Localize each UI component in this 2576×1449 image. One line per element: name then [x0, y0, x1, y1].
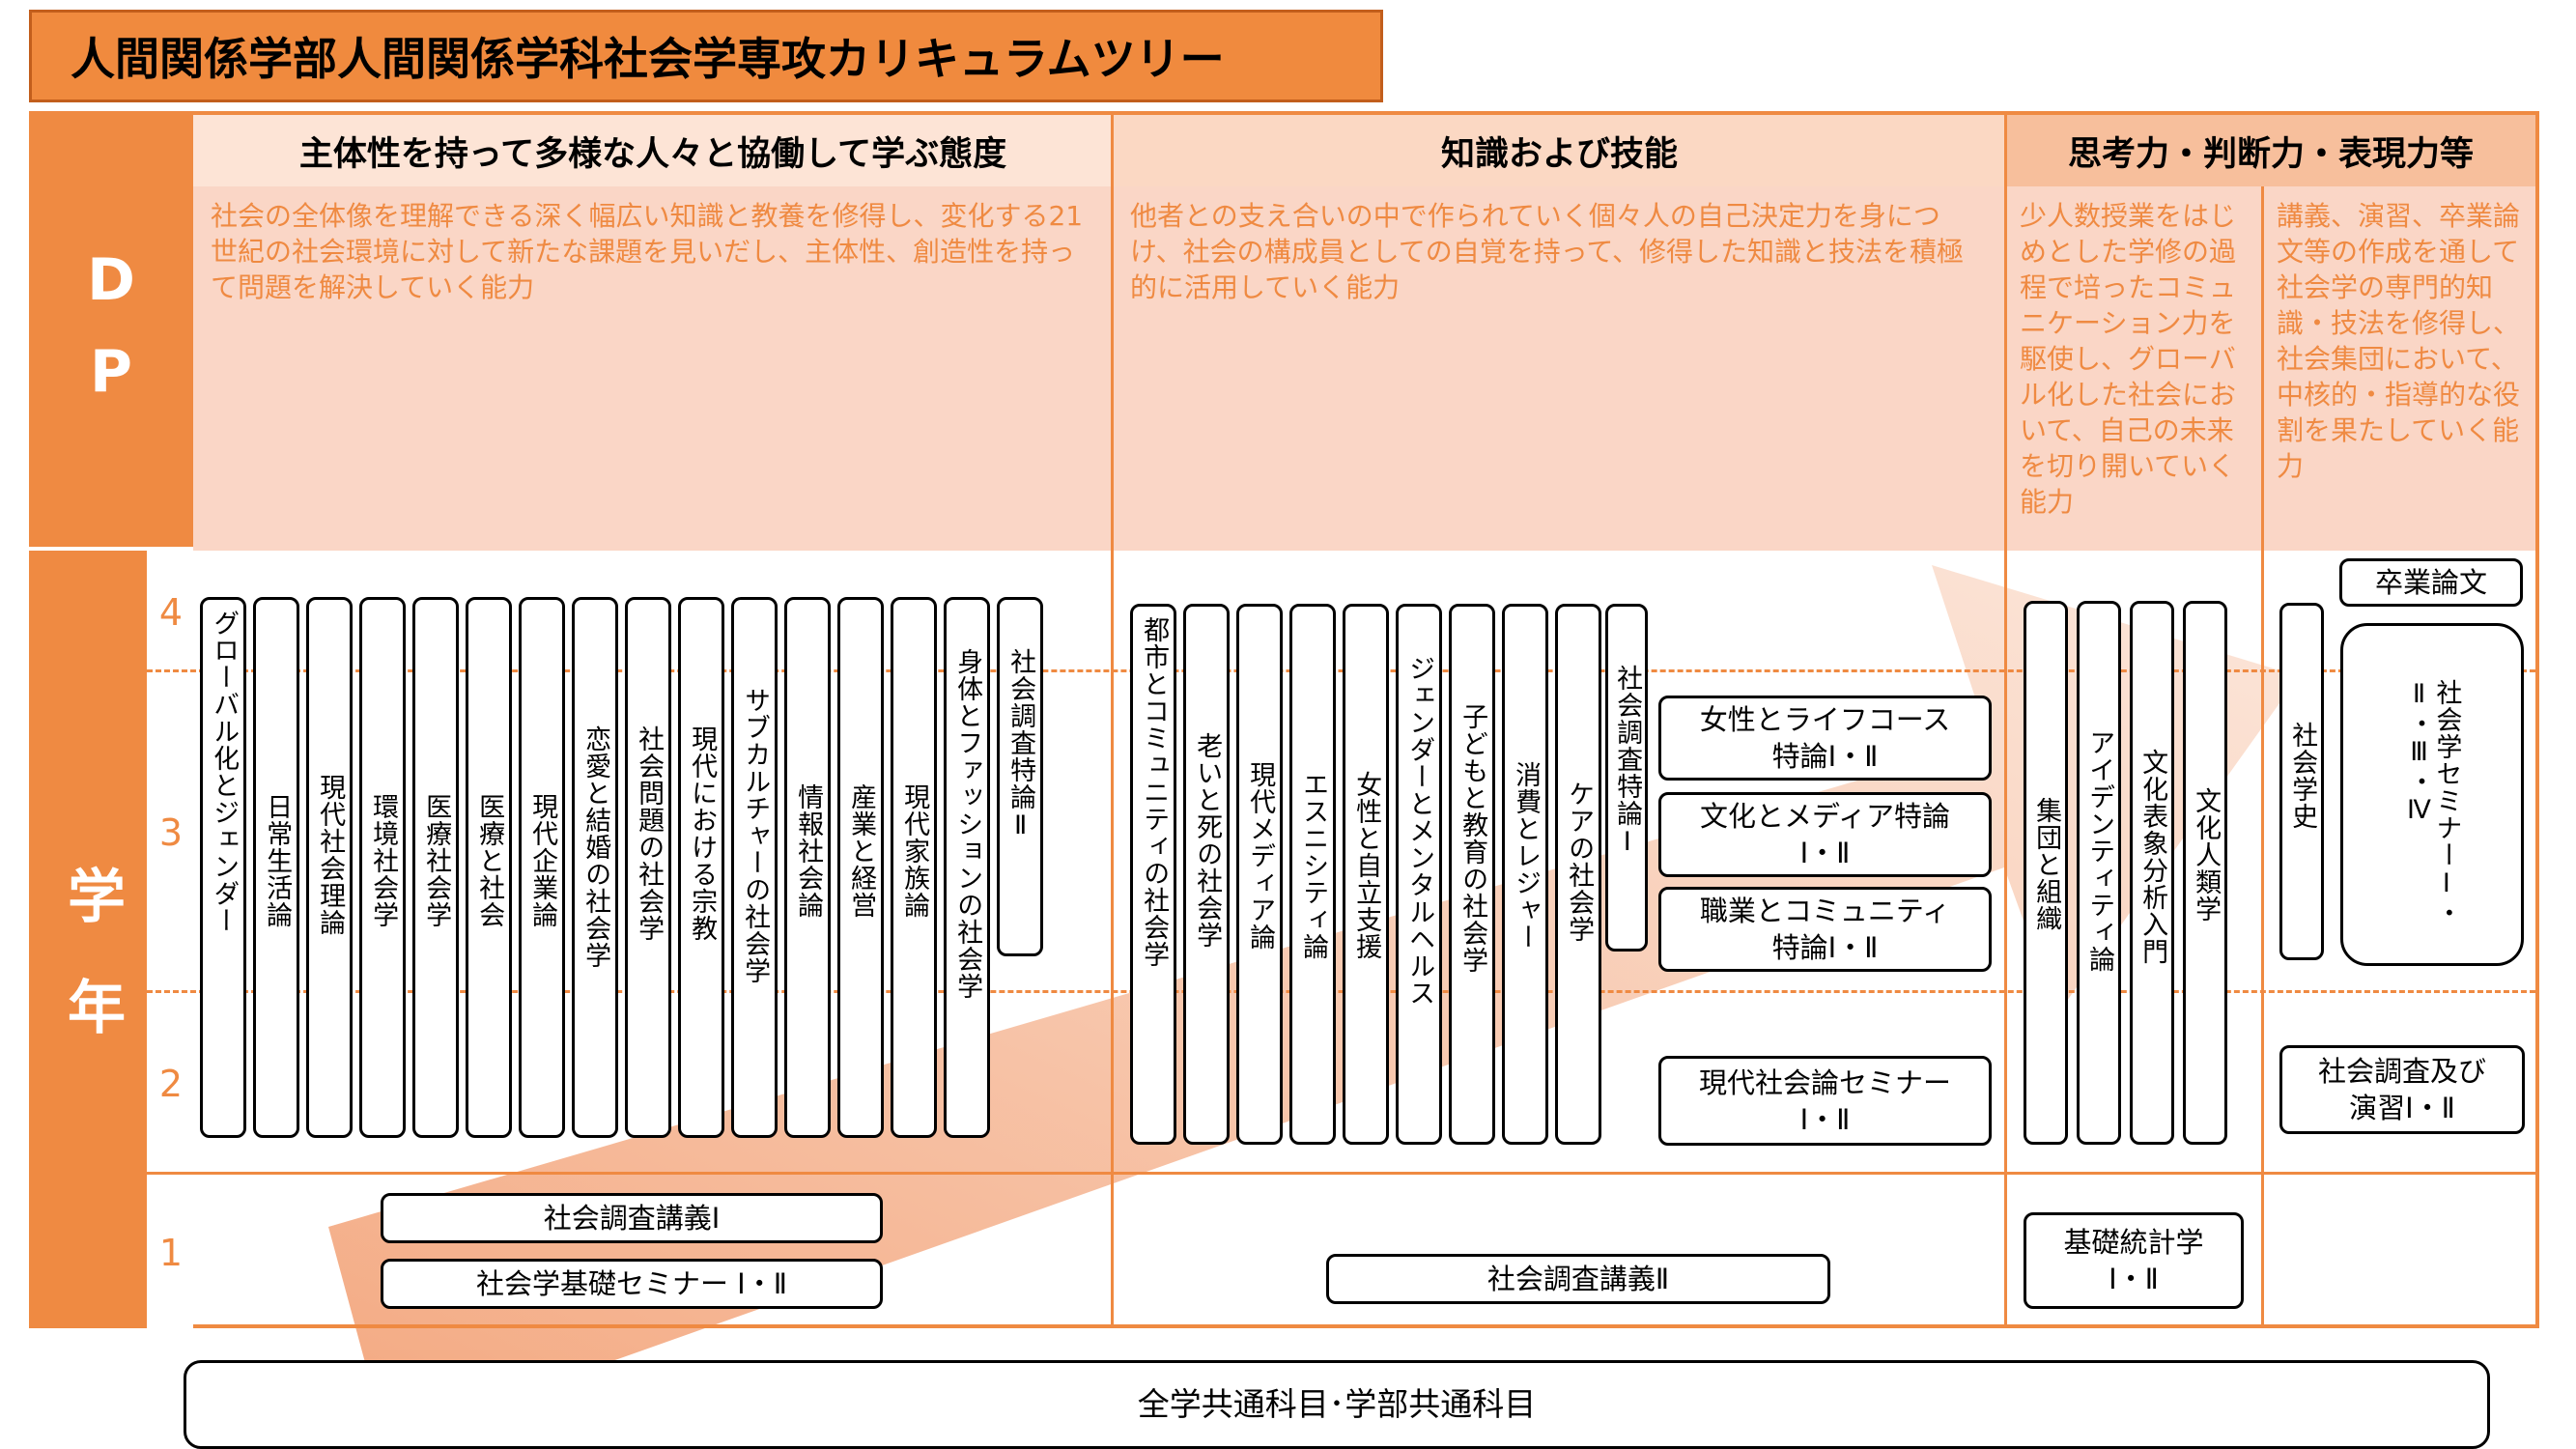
course-label: 医療社会学	[421, 793, 452, 928]
column-separator	[1111, 111, 1114, 1328]
course-g1-14: 現代家族論	[891, 597, 937, 1138]
dp-header-knowledge: 知識および技能	[1113, 115, 2006, 186]
course-label: 現代社会理論	[315, 774, 346, 936]
course-g2-7: 子どもと教育の社会学	[1449, 604, 1495, 1145]
year-line-2-1	[147, 1172, 2535, 1175]
year-line-3-2	[147, 990, 2535, 993]
course-label: 社会学セミナーⅠ・Ⅱ・Ⅲ・Ⅳ	[2404, 679, 2462, 926]
common-subjects: 全学共通科目･学部共通科目	[184, 1360, 2490, 1449]
course-label: 現代企業論	[527, 793, 558, 928]
course-tokuron-1: 女性とライフコース 特論Ⅰ・Ⅱ	[1658, 696, 1992, 781]
course-g2-3: 現代メディア論	[1236, 604, 1283, 1145]
course-label: 日常生活論	[262, 793, 293, 928]
course-survey-lecture-2: 社会調査講義Ⅱ	[1326, 1254, 1830, 1304]
course-label: グローバル化とジェンダー	[209, 610, 240, 934]
course-g2-1: 都市とコミュニティの社会学	[1130, 604, 1176, 1145]
course-g1-9: 社会問題の社会学	[625, 597, 671, 1138]
course-g3-4: 文化人類学	[2183, 601, 2227, 1145]
dp-label-d: D	[87, 246, 135, 314]
year-label-2: 年	[68, 975, 126, 1042]
course-seminar-modern: 現代社会論セミナー Ⅰ・Ⅱ	[1658, 1056, 1992, 1146]
course-label: 社会調査特論Ⅱ	[1005, 648, 1036, 841]
course-g1-3: 現代社会理論	[306, 597, 353, 1138]
column-separator	[2004, 111, 2007, 1328]
year-1: 1	[158, 1232, 184, 1274]
course-g1-11: サブカルチャーの社会学	[731, 597, 778, 1138]
year-3: 3	[158, 811, 184, 854]
column-separator	[2261, 186, 2264, 1328]
course-g3-1: 集団と組織	[2024, 601, 2068, 1145]
course-label: 恋愛と結婚の社会学	[580, 725, 611, 969]
course-label: 老いと死の社会学	[1192, 732, 1223, 949]
course-label: ジェンダーとメンタルヘルス	[1404, 655, 1435, 1007]
dp-desc-expression: 講義、演習、卒業論文等の作成を通して社会学の専門的知識・技法を修得し、社会集団に…	[2263, 186, 2535, 551]
course-g2-6: ジェンダーとメンタルヘルス	[1396, 604, 1442, 1145]
course-label: 都市とコミュニティの社会学	[1139, 616, 1170, 968]
year-strip	[147, 551, 193, 1328]
course-g2-2: 老いと死の社会学	[1183, 604, 1230, 1145]
course-thesis: 卒業論文	[2339, 558, 2523, 607]
course-g1-4: 環境社会学	[359, 597, 406, 1138]
year-2: 2	[158, 1063, 184, 1105]
course-label: 集団と組織	[2031, 797, 2062, 932]
year-line-4-3	[147, 669, 2535, 672]
course-label: 消費とレジャー	[1511, 761, 1542, 951]
course-label: アイデンティティ論	[2084, 729, 2115, 973]
course-label: 社会問題の社会学	[634, 725, 665, 942]
course-label: 文化表象分析入門	[2137, 749, 2168, 965]
course-label: 女性と自立支援	[1351, 771, 1382, 960]
course-g1-7: 現代企業論	[519, 597, 565, 1138]
course-label: 子どもと教育の社会学	[1458, 703, 1488, 974]
course-label: 現代メディア論	[1245, 761, 1276, 951]
course-g2-9: ケアの社会学	[1555, 604, 1601, 1145]
course-g1-12: 情報社会論	[784, 597, 831, 1138]
course-label: 現代における宗教	[687, 725, 718, 942]
course-g2-4: エスニシティ論	[1289, 604, 1336, 1145]
course-g2-10: 社会調査特論Ⅰ	[1605, 604, 1648, 952]
course-label: 社会学史	[2287, 722, 2318, 830]
course-g2-5: 女性と自立支援	[1343, 604, 1389, 1145]
course-label: 情報社会論	[793, 783, 824, 919]
course-g1-16: 社会調査特論Ⅱ	[997, 597, 1043, 956]
year-4: 4	[158, 591, 184, 634]
course-label: 社会調査特論Ⅰ	[1612, 665, 1643, 858]
course-label: 現代家族論	[899, 783, 930, 919]
course-g4-1: 社会学史	[2279, 603, 2324, 960]
course-g1-10: 現代における宗教	[678, 597, 724, 1138]
course-g4-2: 社会学セミナーⅠ・Ⅱ・Ⅲ・Ⅳ	[2340, 623, 2524, 966]
course-tokuron-2: 文化とメディア特論 Ⅰ・Ⅱ	[1658, 792, 1992, 877]
course-basic-seminar: 社会学基礎セミナー Ⅰ・Ⅱ	[381, 1259, 883, 1309]
course-g3-3: 文化表象分析入門	[2130, 601, 2174, 1145]
course-label: 医療と社会	[474, 793, 505, 928]
course-label: 身体とファッションの社会学	[952, 648, 983, 1000]
dp-header-thinking: 思考力・判断力・表現力等	[2006, 115, 2535, 186]
dp-desc-knowledge: 他者との支え合いの中で作られていく個々人の自己決定力を身につけ、社会の構成員とし…	[1113, 186, 2006, 551]
course-g1-6: 医療と社会	[466, 597, 512, 1138]
course-label: 産業と経営	[846, 783, 877, 919]
side-divider	[29, 547, 193, 551]
course-label: エスニシティ論	[1298, 771, 1329, 960]
course-g1-8: 恋愛と結婚の社会学	[572, 597, 618, 1138]
dp-desc-thinking: 少人数授業をはじめとした学修の過程で培ったコミュニケーション力を駆使し、グローバ…	[2006, 186, 2263, 551]
course-tokuron-3: 職業とコミュニティ 特論Ⅰ・Ⅱ	[1658, 887, 1992, 972]
course-g2-8: 消費とレジャー	[1502, 604, 1548, 1145]
page-title: 人間関係学部人間関係学科社会学専攻カリキュラムツリー	[29, 10, 1383, 102]
course-survey-lecture-1: 社会調査講義Ⅰ	[381, 1193, 883, 1243]
course-stats: 基礎統計学 Ⅰ・Ⅱ	[2024, 1212, 2244, 1309]
dp-header-attitude: 主体性を持って多様な人々と協働して学ぶ態度	[193, 115, 1113, 186]
course-label: サブカルチャーの社会学	[740, 687, 771, 984]
course-label: 文化人類学	[2191, 787, 2222, 923]
course-label: ケアの社会学	[1564, 781, 1595, 943]
course-survey-practice: 社会調査及び 演習Ⅰ・Ⅱ	[2279, 1045, 2525, 1134]
course-g1-2: 日常生活論	[253, 597, 299, 1138]
course-g3-2: アイデンティティ論	[2077, 601, 2121, 1145]
course-label: 環境社会学	[368, 793, 399, 928]
course-g1-13: 産業と経営	[837, 597, 884, 1138]
year-label-1: 学	[68, 864, 126, 931]
course-g1-5: 医療社会学	[412, 597, 459, 1138]
course-g1-1: グローバル化とジェンダー	[200, 597, 246, 1138]
dp-desc-attitude: 社会の全体像を理解できる深く幅広い知識と教養を修得し、変化する21世紀の社会環境…	[193, 186, 1113, 551]
dp-label-p: P	[90, 338, 132, 406]
course-g1-15: 身体とファッションの社会学	[944, 597, 990, 1138]
